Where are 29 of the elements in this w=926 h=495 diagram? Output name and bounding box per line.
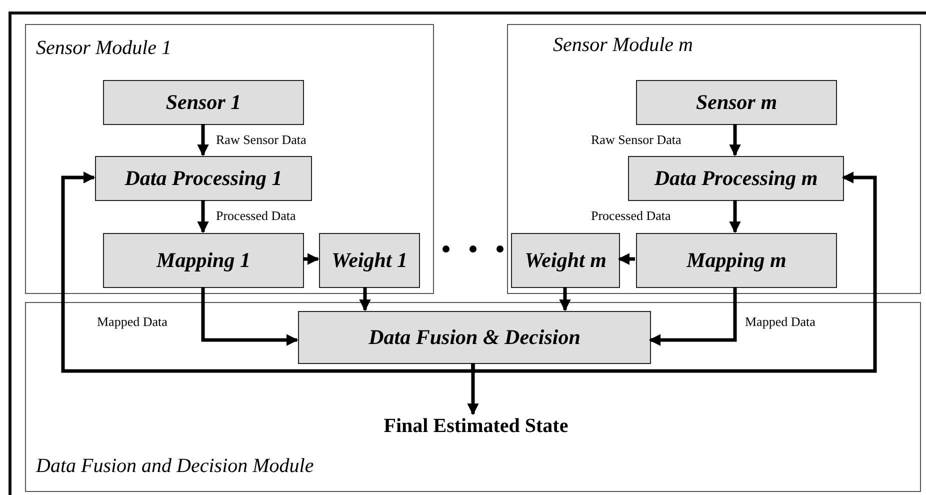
edge-label: Mapped Data [744,314,816,330]
arrow [197,124,209,156]
process-box: Data Fusion & Decision [298,311,651,364]
arrow [303,253,320,265]
module-title: Sensor Module m [553,34,693,57]
module-title: Sensor Module 1 [36,37,172,60]
edge-label: Mapped Data [96,314,168,330]
arrow [197,200,209,234]
process-box: Data Processing 1 [95,156,312,201]
arrow [201,287,298,346]
output-text: Final Estimated State [381,415,571,441]
process-box: Sensor m [636,80,837,125]
arrow [467,363,479,416]
module-title: Data Fusion and Decision Module [36,455,314,478]
module-frame [507,24,921,294]
module-frame [25,302,921,492]
process-box: Data Processing m [628,156,844,201]
arrow [648,287,737,346]
arrow [559,287,571,312]
module-frame [25,24,434,294]
arrow [729,200,741,234]
process-box: Weight m [511,233,620,288]
process-box: Mapping 1 [103,233,304,288]
process-box: Mapping m [636,233,837,288]
process-box: Weight 1 [319,233,420,288]
arrow [359,287,371,312]
arrow [729,124,741,156]
arrow [618,253,635,265]
process-box: Sensor 1 [103,80,304,125]
